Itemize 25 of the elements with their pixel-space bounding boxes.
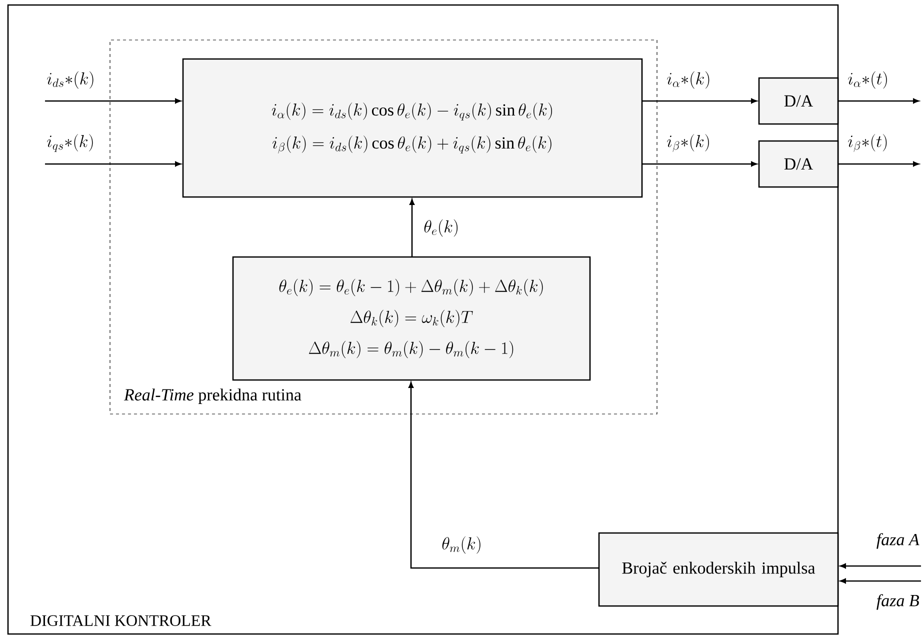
edge-label: faza A xyxy=(876,533,920,549)
arrow xyxy=(838,98,919,104)
arrow xyxy=(45,161,181,167)
edge-label: $\theta_m(k)$ xyxy=(442,536,480,554)
arrow xyxy=(408,382,599,569)
arrow xyxy=(45,98,181,104)
arrow xyxy=(642,161,757,167)
counter-box: Brojač enkoderskih impulsa xyxy=(598,532,839,607)
equation-box: $\theta_e(k)=\theta_e(k-1)+\Delta\theta_m(k)+\Delta\theta_k(k)$ $\Delta\theta_k(k)=\omega_k(k)T$ $\Delta\theta_m(k)=\theta_m(k)-\theta_m(k-1)$ xyxy=(232,256,591,381)
edge-label: faza B xyxy=(876,594,919,610)
converter-box: D/A xyxy=(758,140,839,188)
equation-box: $i_{\alpha}(k)=i_{ds}(k)\cos\theta_e(k)-i_{qs}(k)\sin\theta_e(k)$ $i_{\beta}(k)=i_{ds}(k)\cos\theta_e(k)+i_{qs}(k)\sin\theta_e(k)$ xyxy=(182,58,643,198)
edge-label: $i_{qs}{*}(k)$ xyxy=(47,134,93,152)
converter-box: D/A xyxy=(758,77,839,125)
edge-label: $i_{ds}{*}(k)$ xyxy=(47,71,94,89)
arrow xyxy=(838,161,919,167)
arrow xyxy=(840,563,921,568)
arrow xyxy=(409,199,415,257)
edge-label: $\theta_e(k)$ xyxy=(424,219,458,237)
edge-label: $i_{\alpha}{*}(k)$ xyxy=(667,71,710,89)
edge-label: $i_{\alpha}{*}(t)$ xyxy=(848,71,887,89)
arrow xyxy=(840,578,921,584)
arrow xyxy=(642,98,757,104)
edge-label: $i_{\beta}{*}(t)$ xyxy=(848,134,887,152)
edge-label: $i_{\beta}{*}(k)$ xyxy=(667,134,709,152)
